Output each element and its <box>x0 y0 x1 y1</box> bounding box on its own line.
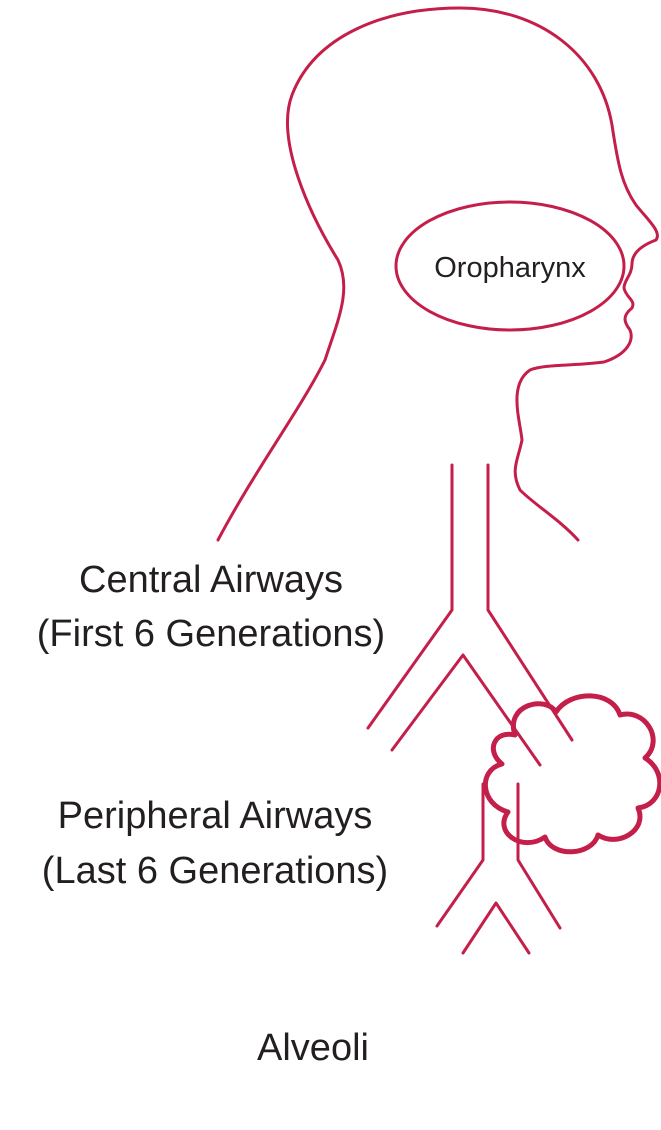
peripheral-airway-right-wall <box>518 784 560 928</box>
alveoli-cloud <box>485 696 659 852</box>
central-airways-label-line2: (First 6 Generations) <box>37 613 385 655</box>
oropharynx-label: Oropharynx <box>434 252 586 284</box>
peripheral-airways-label-line2: (Last 6 Generations) <box>42 850 388 892</box>
central-airways-label-line1: Central Airways <box>79 559 343 601</box>
alveoli-label: Alveoli <box>257 1027 369 1069</box>
central-airway-right-wall <box>488 465 572 740</box>
peripheral-airway-left-wall <box>437 784 483 926</box>
peripheral-airways-label-line1: Peripheral Airways <box>58 795 373 837</box>
peripheral-airway-carina <box>463 903 529 953</box>
central-airways <box>368 465 572 765</box>
